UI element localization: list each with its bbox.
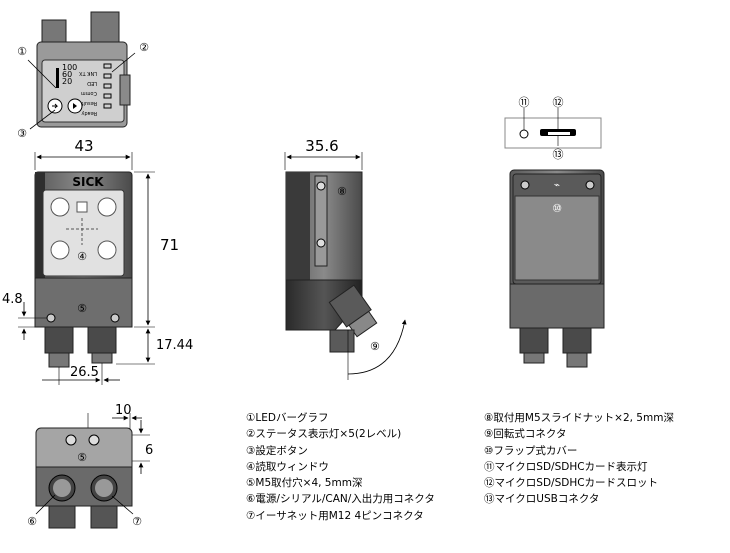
legend-item-13: ⑬マイクロUSBコネクタ — [484, 493, 600, 506]
legend-item-2: ②ステータス表示灯×5(2レベル) — [246, 428, 402, 441]
led-label-comm: Comm — [81, 90, 97, 96]
callout-13: ⑬ — [553, 148, 564, 161]
callout-10: ⑩ — [552, 202, 562, 215]
callout-5b: ⑤ — [77, 451, 87, 464]
dim-connector-17-44: 17.44 — [156, 338, 193, 353]
legend-left: ①LEDバーグラフ ②ステータス表示灯×5(2レベル) ③設定ボタン ④読取ウィ… — [246, 410, 435, 524]
legend-item-5: ⑤M5取付穴×4, 5mm深 — [246, 477, 363, 490]
legend-item-1: ①LEDバーグラフ — [246, 412, 329, 424]
callout-7: ⑦ — [132, 515, 142, 528]
dim-width-43: 43 — [74, 137, 93, 155]
callout-2: ② — [139, 41, 149, 54]
dim-height-71: 71 — [160, 236, 179, 254]
dim-depth-6: 6 — [145, 443, 153, 458]
led-label-lnk: LNK TX — [79, 70, 97, 76]
callout-9: ⑨ — [370, 340, 380, 353]
dim-spacing-26-5: 26.5 — [70, 365, 99, 380]
legend-item-7: ⑦イーサネット用M12 4ピンコネクタ — [246, 509, 424, 522]
callout-5: ⑤ — [77, 302, 87, 315]
brand-logo: SICK — [72, 175, 104, 189]
callout-12: ⑫ — [553, 96, 564, 109]
svg-text:100: 100 — [62, 63, 77, 72]
dim-width-10: 10 — [115, 403, 132, 418]
usb-icon: ⌁ — [554, 180, 560, 191]
legend-right: ⑧取付用M5スライドナット×2, 5mm深 ⑨回転式コネクタ ⑩フラップ式カバー… — [484, 410, 674, 508]
led-label-result: Result — [82, 100, 97, 106]
bottom-view: 10 6 ⑤ ⑥ ⑦ — [27, 403, 153, 529]
bar-mark-3: 60 — [62, 70, 72, 79]
legend-item-11: ⑪マイクロSD/SDHCカード表示灯 — [484, 460, 648, 473]
led-label-ready: Ready — [81, 110, 97, 116]
status-led-labels: LNK TX LED Comm Result Ready — [79, 70, 97, 116]
callout-8: ⑧ — [337, 185, 347, 198]
bar-mark-5: 20 — [62, 77, 72, 86]
legend-item-9: ⑨回転式コネクタ — [484, 428, 567, 441]
callout-1: ① — [17, 45, 27, 58]
front-view: 43 SICK ④ ⑤ 71 17.44 4.8 — [2, 137, 193, 385]
dim-offset-4-8: 4.8 — [2, 292, 23, 307]
callout-4: ④ — [77, 250, 87, 263]
top-view: 100 60 20 LNK TX LED Comm Result Ready ①… — [17, 11, 149, 140]
svg-text:60: 60 — [62, 70, 72, 79]
svg-text:20: 20 — [62, 77, 72, 86]
legend-item-12: ⑫マイクロSD/SDHCカードスロット — [484, 477, 659, 490]
led-label-led: LED — [87, 80, 97, 86]
led-bar-graph: 100 60 20 — [56, 63, 77, 88]
dim-depth-35-6: 35.6 — [305, 137, 338, 155]
legend-item-10: ⑩フラップ式カバー — [484, 444, 578, 457]
legend-item-8: ⑧取付用M5スライドナット×2, 5mm深 — [484, 412, 674, 424]
side-view: 35.6 ⑧ ⑨ — [284, 137, 407, 380]
rear-view: ⑪ ⑫ ⑬ ⌁ ⑩ — [504, 96, 605, 368]
bar-mark-1: 100 — [62, 63, 77, 72]
callout-3: ③ — [17, 127, 27, 140]
callout-11: ⑪ — [519, 96, 530, 109]
legend-item-6: ⑥電源/シリアル/CAN/入出力用コネクタ — [246, 493, 435, 506]
legend-item-3: ③設定ボタン — [246, 444, 308, 457]
legend-item-4: ④読取ウィンドウ — [246, 460, 329, 473]
callout-6: ⑥ — [27, 515, 37, 528]
